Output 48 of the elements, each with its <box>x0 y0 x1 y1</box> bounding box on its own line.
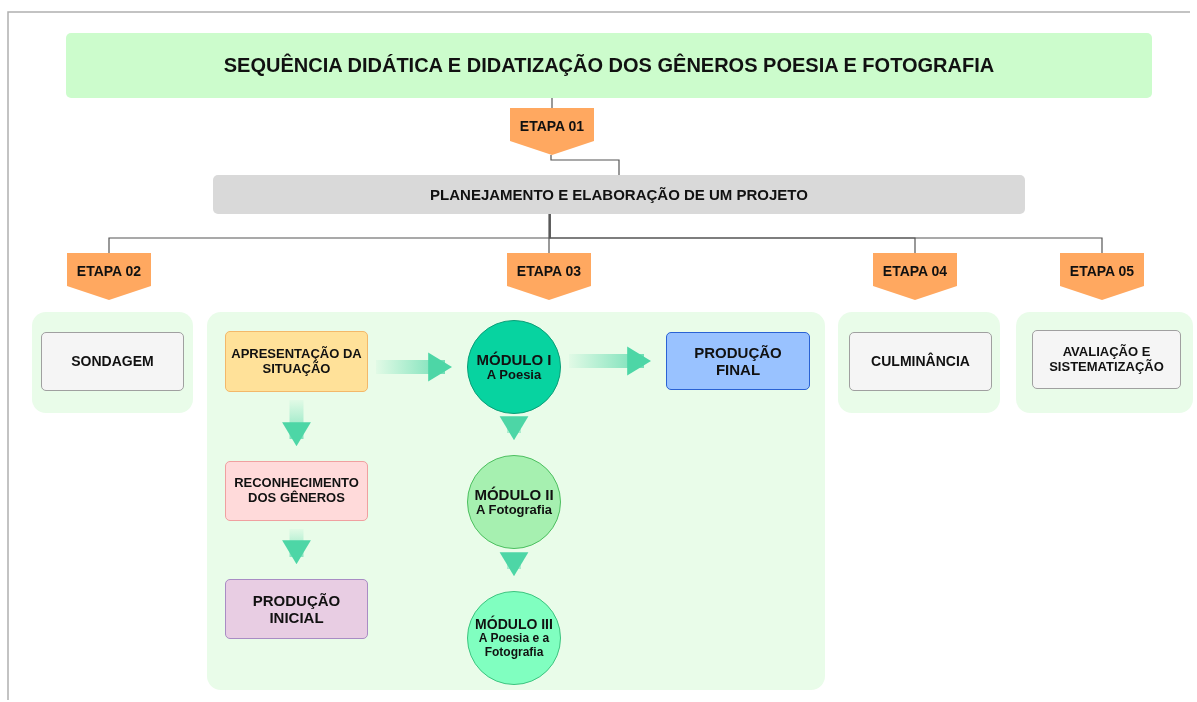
connector-line <box>551 97 553 109</box>
step-tag <box>67 253 151 300</box>
module-subtitle: A Fotografia <box>475 503 553 519</box>
process-box <box>666 332 810 390</box>
process-box <box>41 332 184 391</box>
module-subtitle: A Poesia e a Fotografia <box>477 632 551 660</box>
flow-arrow <box>569 346 652 376</box>
box-label: PRODUÇÃO FINAL <box>693 343 783 379</box>
box-label: RECONHECIMENTO DOS GÊNEROS <box>233 476 360 506</box>
module-title: MÓDULO II <box>474 485 554 504</box>
process-box <box>225 461 368 521</box>
module-subtitle: A Poesia <box>486 368 542 384</box>
process-box <box>1032 330 1181 389</box>
process-box <box>225 331 368 392</box>
step-label: ETAPA 03 <box>516 263 582 280</box>
step-tag <box>1060 253 1144 300</box>
step-tag <box>507 253 591 300</box>
module-title: MÓDULO III <box>475 616 553 633</box>
box-label: AVALIAÇÃO E SISTEMATIZAÇÃO <box>1048 344 1165 375</box>
connector-line <box>548 213 550 254</box>
step-label: ETAPA 02 <box>76 263 142 280</box>
box-label: SEQUÊNCIA DIDÁTICA E DIDATIZAÇÃO DOS GÊNEROS POESIA E FOTOGRAFIA <box>223 54 995 77</box>
step-tag <box>510 108 594 155</box>
process-box <box>225 579 368 639</box>
phase-bar <box>213 175 1025 214</box>
flow-arrow <box>499 552 529 577</box>
box-label: CULMINÂNCIA <box>871 353 970 370</box>
connector-line <box>549 213 1103 254</box>
box-label: SONDAGEM <box>71 353 154 370</box>
box-label: PRODUÇÃO INICIAL <box>251 591 342 627</box>
stage-panel <box>838 312 1000 413</box>
connector-line <box>550 154 620 176</box>
flow-arrow <box>376 352 453 382</box>
step-label: ETAPA 01 <box>519 118 585 135</box>
flow-arrow <box>282 400 311 447</box>
step-label: ETAPA 04 <box>882 263 948 280</box>
stage-panel <box>207 312 825 690</box>
box-label: PLANEJAMENTO E ELABORAÇÃO DE UM PROJETO <box>430 185 808 204</box>
flow-arrow <box>499 416 529 441</box>
stage-panel <box>32 312 193 413</box>
stage-panel <box>1016 312 1193 413</box>
step-label: ETAPA 05 <box>1069 263 1135 280</box>
step-tag <box>873 253 957 300</box>
module-title: MÓDULO I <box>476 350 552 369</box>
flow-arrow <box>282 529 311 565</box>
title-banner <box>66 33 1152 98</box>
box-label: APRESENTAÇÃO DA SITUAÇÃO <box>230 346 363 377</box>
process-box <box>849 332 992 391</box>
